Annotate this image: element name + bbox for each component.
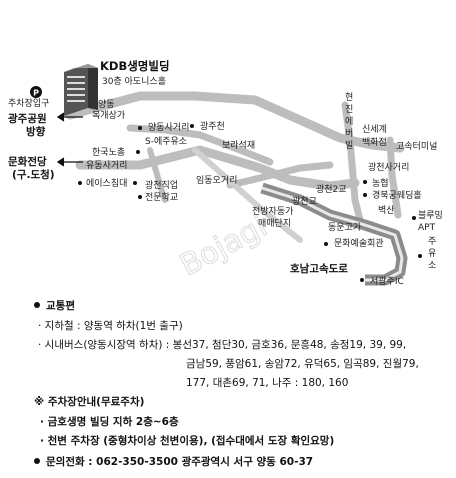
honam-expressway-label: 호남고속도로 (290, 262, 348, 275)
transport-title: 교통편 (46, 300, 75, 312)
borasukje-label: 보라석재 (222, 140, 255, 151)
parking-icon (30, 86, 42, 98)
gyeongbuk-wedding-label: 경북궁웨딩홀 (372, 189, 422, 201)
shinsegae-label-1: 신세계 (362, 123, 387, 135)
express-terminal-label: 고속터미널 (396, 141, 437, 152)
blooming-label-1: 블루밍 (418, 210, 443, 221)
gwangcheon-vocational-label-2: 전문학교 (145, 192, 178, 203)
juyuso-label-2: 유 (428, 248, 436, 259)
munhwa-jeondang-label: 문화전당 (8, 155, 47, 168)
bullet-icon (34, 458, 40, 464)
yangdong-label-2: 복개상가 (92, 110, 125, 121)
imdong-ohgeori-label: 임동오거리 (196, 174, 237, 186)
landmark-dots (78, 124, 422, 282)
gwangcheon-vocational-label-1: 광천직업 (145, 179, 178, 191)
parking-heading: ※ 주차장안내(무료주차) (34, 396, 145, 408)
gwangcheongyo-2-label: 광천2교 (316, 183, 347, 195)
jeonbang-label-1: 전방자동가 (252, 206, 293, 217)
juyuso-label-3: 소 (428, 260, 436, 271)
gwangcheongyo-label: 광천교 (292, 195, 317, 207)
hyundai-label-1: 현 (345, 92, 353, 103)
yudong-intersection-label: 유동사거리 (86, 160, 127, 171)
hanguk-nodong-label: 한국노총 (92, 147, 125, 158)
bus-info-line2: 금남59, 풍암61, 송암72, 유덕65, 임곡89, 진월79, (186, 358, 419, 370)
gwangcheon-intersection-label: 광천사거리 (368, 161, 409, 173)
hyundai-label-4: 버 (345, 128, 353, 139)
hyundai-label-3: 에 (345, 116, 353, 127)
parking-icon-letter: P (33, 89, 39, 98)
gwangjucheon-label: 광주천 (200, 120, 225, 132)
transport-heading: 교통편 (34, 298, 75, 313)
munhwa-jeondang-sub-label: (구.도청) (12, 168, 55, 181)
hyundai-label-2: 진 (345, 104, 353, 115)
yangdong-intersection-label: 양동사거리 (148, 122, 189, 133)
shinsegae-label-2: 백화점 (362, 136, 387, 148)
gwangju-park-dir-label: 방향 (26, 125, 46, 138)
building-name: KDB생명빌딩 (100, 59, 170, 73)
subway-info: · 지하철 : 양동역 하차(1번 출구) (38, 320, 183, 332)
parking-info-line2: · 천변 주차장 (중형차이상 천변이용), (접수대에서 도장 확인요망) (40, 435, 335, 447)
blooming-label-2: APT (418, 223, 436, 233)
bus-info-line3: 177, 대촌69, 71, 나주 : 180, 160 (186, 377, 349, 389)
ace-bed-label: 에이스침대 (86, 178, 127, 189)
contact-text: 문의전화 : 062-350-3500 광주광역시 서구 양동 60-37 (46, 456, 314, 468)
byeoksan-label: 벽산 (378, 205, 395, 216)
gwangju-park-label: 광주공원 (8, 112, 47, 125)
bullet-icon (34, 302, 40, 308)
route-arrows (56, 112, 83, 167)
building-floor: 30층 아도니스홀 (102, 75, 166, 87)
hyundai-label-5: 빌 (345, 140, 353, 151)
seogwangju-ic-label: 서광주IC (370, 275, 404, 287)
bus-info-line1: · 시내버스(양동시장역 하차) : 봉선37, 첨단30, 금호36, 문흥4… (38, 339, 407, 351)
parking-entrance-label: 주차장입구 (8, 97, 49, 109)
location-map: Bojagi KDB생명빌딩 30층 아도니스홀 P 주차장입구 광주공원 방향 (8, 59, 443, 287)
munhwa-yesul-label: 문화예술회관 (334, 238, 384, 249)
nonghyup-label: 농협 (372, 177, 389, 189)
info-panel: 교통편 · 지하철 : 양동역 하차(1번 출구) · 시내버스(양동시장역 하… (0, 290, 456, 478)
yangdong-label-1: 양동 (98, 99, 115, 110)
jeonbang-label-2: 매매단지 (258, 218, 291, 229)
kdb-building-icon (64, 64, 98, 116)
parking-info-line1: · 금호생명 빌딩 지하 2층~6층 (40, 416, 179, 428)
contact-line: 문의전화 : 062-350-3500 광주광역시 서구 양동 60-37 (34, 454, 313, 469)
road-network (65, 91, 405, 243)
s-oil-label: S-에주유소 (145, 136, 187, 147)
juyuso-label-1: 주 (428, 236, 436, 247)
dongwon-label: 동운고가 (328, 222, 361, 233)
